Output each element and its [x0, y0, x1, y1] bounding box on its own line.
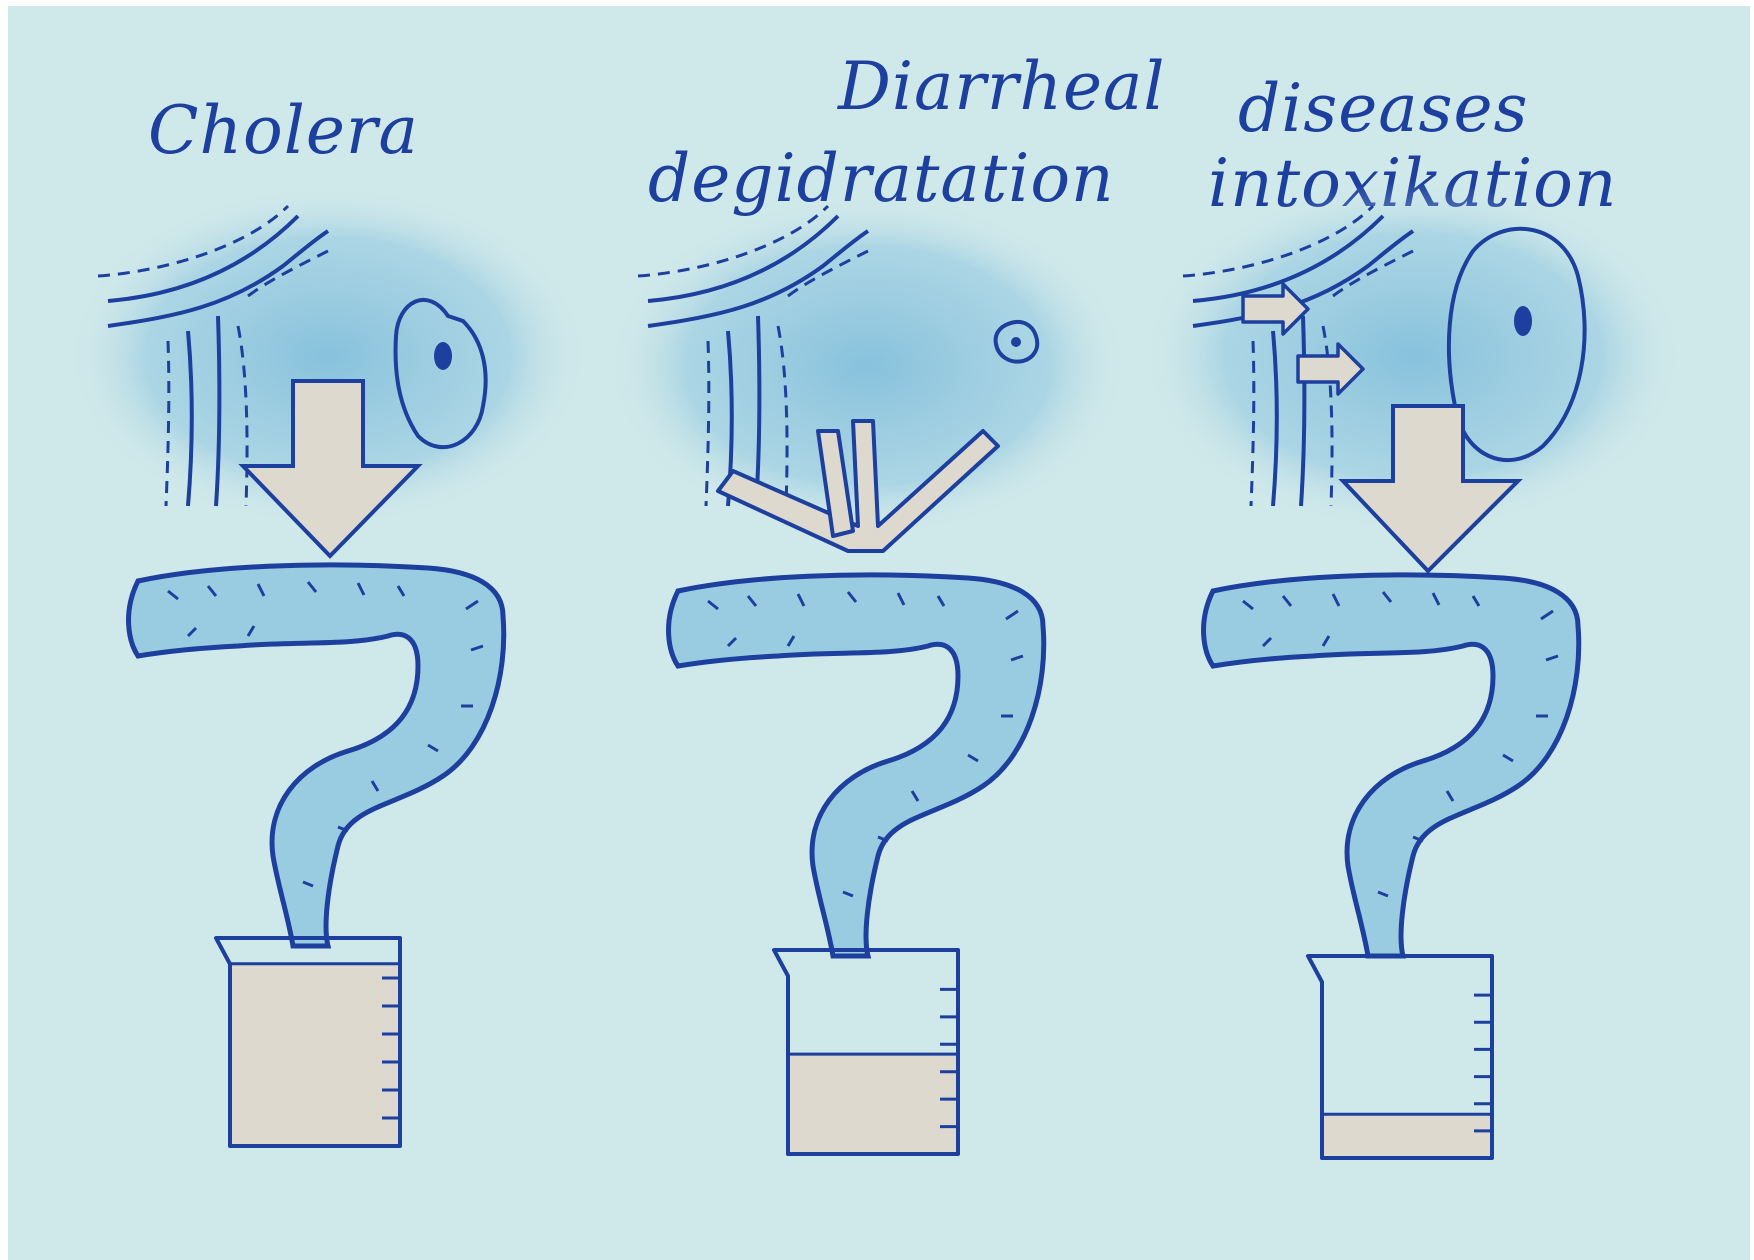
beakers-layer [8, 6, 1750, 1260]
beaker-fluid [230, 964, 400, 1146]
beaker-cholera [216, 938, 400, 1146]
beaker-fluid [788, 1054, 958, 1154]
beaker-fluid [1322, 1114, 1492, 1158]
beaker-intoxication [1308, 956, 1492, 1158]
beaker-dehydration [774, 950, 958, 1154]
diagram-slide: Cholera Diarrheal diseases degidratation… [8, 6, 1750, 1260]
